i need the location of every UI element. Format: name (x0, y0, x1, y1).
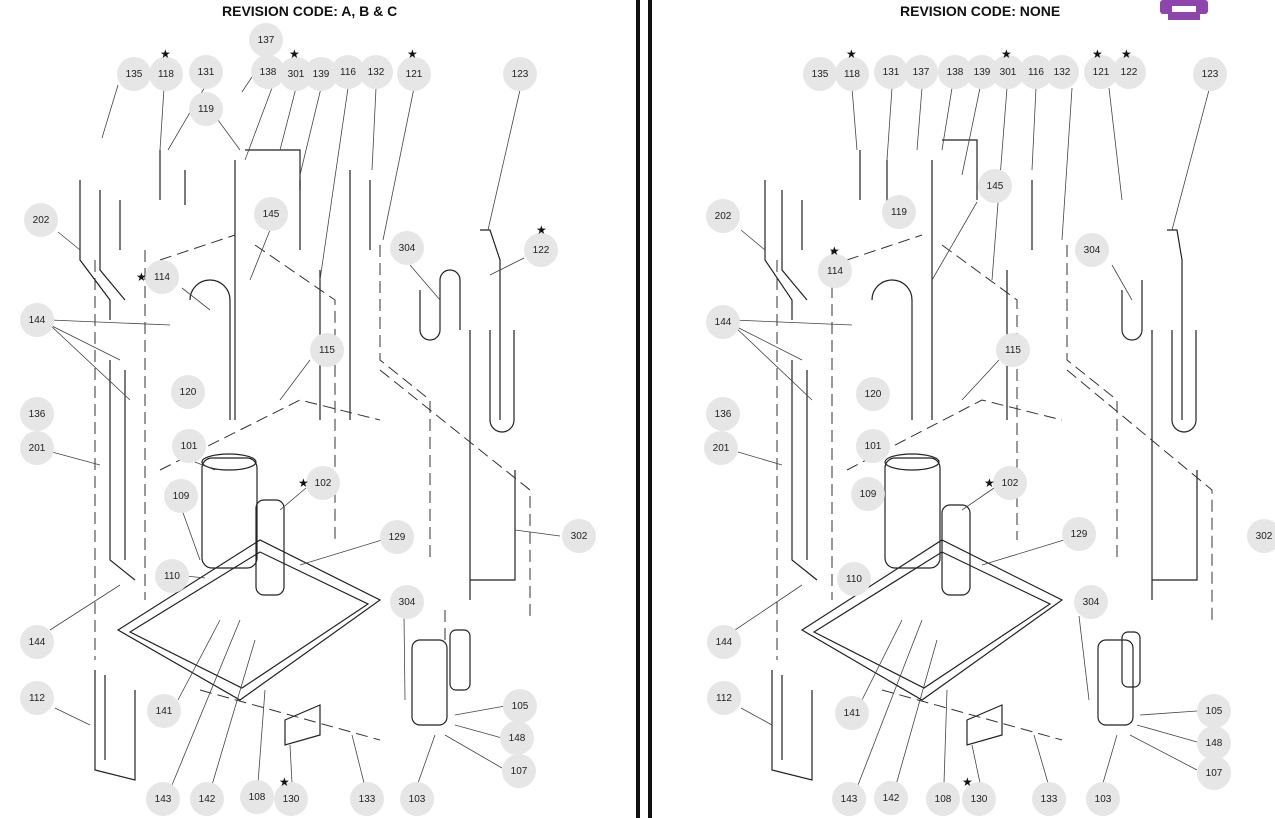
callout: 145 (254, 197, 288, 231)
callout: 143 (832, 782, 866, 816)
callout: 115 (310, 333, 344, 367)
callout: 102 (306, 466, 340, 500)
panel-divider (636, 0, 640, 818)
callout: 304 (1075, 233, 1109, 267)
callout: 107 (1197, 756, 1231, 790)
callout: 302 (562, 519, 596, 553)
callout: 115 (996, 333, 1030, 367)
callout: 122 (1112, 55, 1146, 89)
callout: 131 (189, 55, 223, 89)
callout: 118 (149, 57, 183, 91)
panel-divider (648, 0, 652, 818)
callout: 304 (1074, 585, 1108, 619)
callout: 101 (856, 429, 890, 463)
star-icon: ★ (829, 244, 840, 258)
base-pan-shape (116, 539, 382, 701)
callout: 142 (190, 782, 224, 816)
diagram-panel-left: REVISION CODE: A, B & C (0, 0, 636, 818)
callout: 201 (704, 431, 738, 465)
callout: 112 (707, 681, 741, 715)
callout: 122 (524, 233, 558, 267)
callout: 144 (707, 625, 741, 659)
panel-title: REVISION CODE: NONE (900, 3, 1061, 19)
callout: 130 (274, 782, 308, 816)
callout: 110 (837, 562, 871, 596)
star-icon: ★ (298, 476, 309, 490)
callout: 103 (1086, 782, 1120, 816)
star-icon: ★ (160, 47, 171, 61)
callout: 136 (20, 397, 54, 431)
callout: 102 (993, 466, 1027, 500)
callout: 144 (20, 303, 54, 337)
diagram-panel-right: REVISION CODE: NONE (652, 0, 1275, 818)
star-icon: ★ (279, 775, 290, 789)
callout: 143 (146, 782, 180, 816)
callout: 136 (706, 397, 740, 431)
callout: 110 (155, 559, 189, 593)
callout: 129 (1062, 517, 1096, 551)
callout: 118 (835, 57, 869, 91)
star-icon: ★ (1121, 47, 1132, 61)
callout: 202 (24, 203, 58, 237)
callout: 148 (1197, 726, 1231, 760)
callout: 123 (503, 57, 537, 91)
panel-title: REVISION CODE: A, B & C (222, 3, 398, 19)
exploded-parts-drawing (732, 87, 1213, 786)
callout: 202 (706, 199, 740, 233)
star-icon: ★ (1092, 47, 1103, 61)
star-icon: ★ (984, 476, 995, 490)
callout: 108 (240, 780, 274, 814)
callout: 123 (1193, 57, 1227, 91)
callout: 120 (856, 377, 890, 411)
callout: 135 (803, 57, 837, 91)
callout: 131 (874, 55, 908, 89)
callout: 141 (835, 696, 869, 730)
star-icon: ★ (536, 223, 547, 237)
callout: 119 (882, 195, 916, 229)
callout: 133 (1032, 782, 1066, 816)
exploded-parts-drawing (49, 56, 561, 786)
callout: 130 (962, 782, 996, 816)
callout: 141 (147, 694, 181, 728)
callout: 119 (189, 92, 223, 126)
callout: 132 (359, 55, 393, 89)
callout: 121 (397, 57, 431, 91)
star-icon: ★ (962, 775, 973, 789)
callout: 114 (818, 254, 852, 288)
callout: 145 (978, 169, 1012, 203)
callout: 304 (390, 585, 424, 619)
callout: 137 (904, 55, 938, 89)
callout: 112 (20, 681, 54, 715)
star-icon: ★ (1001, 47, 1012, 61)
star-icon: ★ (846, 47, 857, 61)
printer-icon[interactable] (1160, 0, 1208, 20)
callout: 132 (1045, 55, 1079, 89)
callout: 101 (172, 429, 206, 463)
callout: 120 (171, 375, 205, 409)
callout: 148 (500, 721, 534, 755)
callout: 142 (874, 781, 908, 815)
callout: 103 (400, 782, 434, 816)
callout: 109 (851, 477, 885, 511)
callout: 107 (502, 754, 536, 788)
callout: 135 (117, 57, 151, 91)
callout: 133 (350, 782, 384, 816)
star-icon: ★ (136, 270, 147, 284)
callout: 137 (249, 23, 283, 57)
callout: 201 (20, 431, 54, 465)
callout: 144 (20, 625, 54, 659)
compressor-shape (201, 457, 258, 569)
callout: 304 (390, 231, 424, 265)
callout: 302 (1247, 519, 1275, 553)
callout: 109 (164, 479, 198, 513)
star-icon: ★ (407, 47, 418, 61)
star-icon: ★ (289, 47, 300, 61)
callout: 144 (706, 305, 740, 339)
callout: 108 (926, 782, 960, 816)
callout: 105 (1197, 694, 1231, 728)
callout: 129 (380, 520, 414, 554)
callout: 105 (503, 689, 537, 723)
callout: 114 (145, 260, 179, 294)
